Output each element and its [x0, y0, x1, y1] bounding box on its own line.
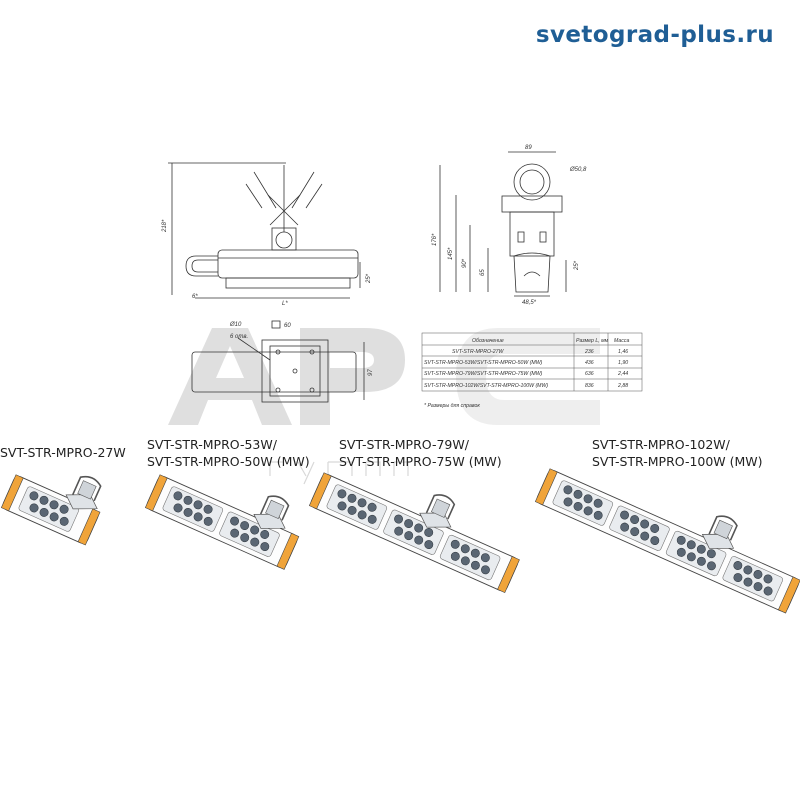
table-cell: SVT-STR-MPRO-27W [452, 349, 505, 355]
model-line2: SVT-STR-MPRO-50W (MW) [147, 454, 310, 469]
luminaire-79w [308, 472, 520, 594]
table-cell: 1,90 [618, 360, 628, 366]
dim-h1: 176* [432, 233, 438, 246]
dim-holes-count: 6 отв. [230, 334, 248, 340]
luminaire-53w [144, 474, 300, 570]
dim-base: 25* [366, 273, 372, 284]
table-cell: SVT-STR-MPRO-53W/SVT-STR-MPRO-50W (MW) [424, 360, 543, 366]
table-cell: 436 [585, 360, 594, 366]
dim-bracket-height: 97 [368, 369, 374, 376]
table-footnote: * Размеры для справок [424, 403, 480, 409]
model-label-102w: SVT-STR-MPRO-102W/ SVT-STR-MPRO-100W (MW… [592, 436, 763, 470]
dim-hole: Ø10 [229, 322, 242, 328]
model-line1: SVT-STR-MPRO-79W/ [339, 437, 469, 452]
table-cell: 2,44 [617, 371, 628, 377]
model-label-79w: SVT-STR-MPRO-79W/ SVT-STR-MPRO-75W (MW) [339, 436, 502, 470]
table-header-mass: Масса [614, 338, 629, 344]
model-line2: SVT-STR-MPRO-75W (MW) [339, 454, 502, 469]
model-line2: SVT-STR-MPRO-100W (MW) [592, 454, 763, 469]
spec-table [421, 332, 643, 392]
model-line1: SVT-STR-MPRO-27W [0, 445, 126, 460]
dim-offset: 6* [192, 294, 198, 300]
model-line1: SVT-STR-MPRO-102W/ [592, 437, 730, 452]
dim-side-base: 25* [574, 260, 580, 271]
table-cell: 2,88 [617, 383, 628, 389]
table-header-name: Обозначение [472, 338, 504, 344]
dim-square: 60 [284, 323, 291, 329]
dim-length: L* [282, 301, 288, 307]
luminaire-102w [534, 468, 800, 614]
dim-h2: 145* [448, 247, 454, 260]
dim-diameter: Ø50,8 [569, 167, 587, 173]
table-cell: 636 [585, 371, 594, 377]
dim-h3: 90* [462, 258, 468, 268]
table-header-size: Размер L, мм [576, 338, 609, 344]
model-label-53w: SVT-STR-MPRO-53W/ SVT-STR-MPRO-50W (MW) [147, 436, 310, 470]
dim-width: 89 [525, 145, 532, 151]
table-cell: SVT-STR-MPRO-79W/SVT-STR-MPRO-75W (MW) [424, 371, 543, 377]
front-view [168, 162, 361, 299]
dim-height: 218* [162, 219, 168, 233]
dim-h4: 65 [480, 269, 486, 276]
dim-bottom: 48,5* [522, 300, 537, 306]
table-cell: 836 [585, 383, 594, 389]
table-cell: 236 [584, 349, 594, 355]
table-cell: 1,46 [618, 349, 628, 355]
side-view [439, 151, 567, 297]
table-cell: SVT-STR-MPRO-102W/SVT-STR-MPRO-100W (MW) [424, 383, 548, 389]
model-line1: SVT-STR-MPRO-53W/ [147, 437, 277, 452]
luminaire-27w [0, 470, 109, 546]
bracket-view [191, 320, 365, 403]
model-label-27w: SVT-STR-MPRO-27W [0, 444, 126, 461]
site-url[interactable]: svetograd-plus.ru [535, 22, 774, 48]
